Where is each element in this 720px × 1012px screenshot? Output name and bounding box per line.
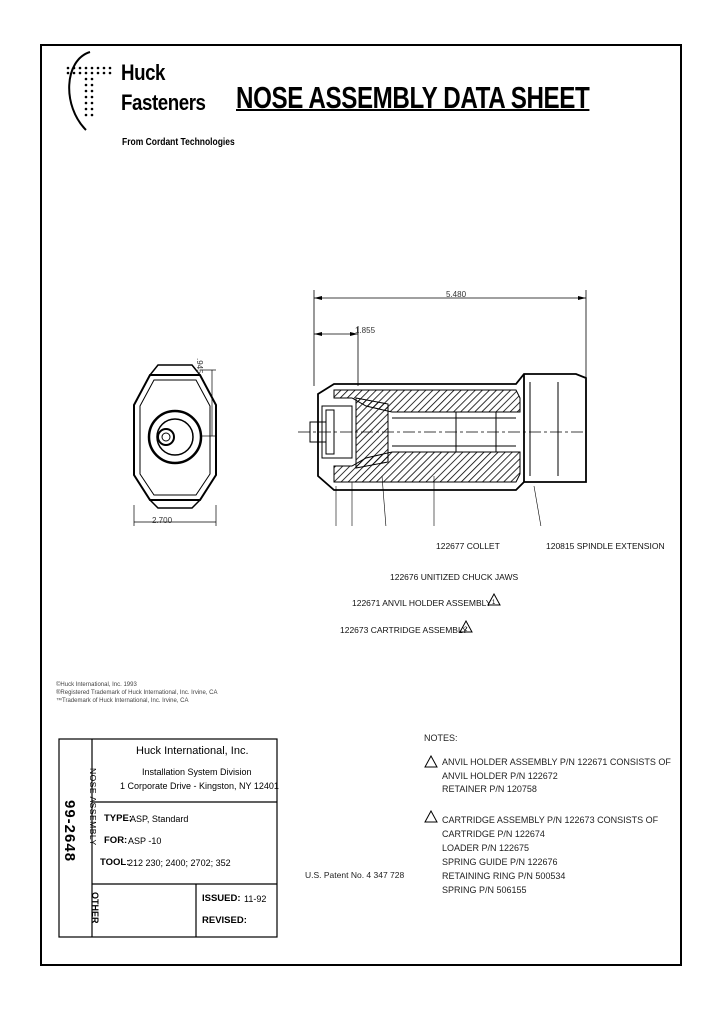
tool-value: 212 230; 2400; 2702; 352 (128, 858, 231, 868)
revised-label: REVISED: (202, 915, 247, 926)
note-2-item: SPRING P/N 506155 (442, 885, 527, 895)
note-1-item: ANVIL HOLDER P/N 122672 (442, 771, 558, 781)
division-name: Installation System Division (142, 767, 252, 777)
copyright-line-3: ™Trademark of Huck International, Inc. I… (56, 698, 189, 704)
partial-length-dimension: 1.855 (355, 326, 376, 335)
copyright-line-2: ®Registered Trademark of Huck Internatio… (56, 690, 218, 696)
notes-heading: NOTES: (424, 733, 458, 743)
note-2-item: CARTRIDGE P/N 122674 (442, 829, 545, 839)
issued-value: 11-92 (244, 894, 267, 904)
note-1-item: RETAINER P/N 120758 (442, 784, 537, 794)
note-2-flag-icon (424, 810, 438, 823)
end-width-dimension: 2.700 (152, 516, 173, 525)
note-1-flag-icon (424, 755, 438, 768)
note-flag-2-icon (459, 620, 473, 633)
company-name: Huck International, Inc. (136, 745, 249, 757)
for-label: FOR: (104, 835, 128, 846)
huck-logo-icon (66, 51, 112, 131)
company-address: 1 Corporate Drive - Kingston, NY 12401 (120, 781, 279, 791)
copyright-line-1: ©Huck International, Inc. 1993 (56, 682, 137, 688)
note-1-heading: ANVIL HOLDER ASSEMBLY P/N 122671 CONSIST… (442, 757, 671, 767)
note-2-item: SPRING GUIDE P/N 122676 (442, 857, 558, 867)
note-flag-1-label: 1 (492, 600, 496, 606)
note-2-item: RETAINING RING P/N 500534 (442, 871, 566, 881)
overall-length-dimension: 5.480 (446, 290, 467, 299)
document-number: 99-2648 (61, 800, 78, 863)
logo-fasteners-text: Fasteners (121, 90, 206, 115)
nose-section-view-drawing (298, 290, 587, 526)
type-label: TYPE: (104, 813, 132, 824)
callout-cartridge: 122673 CARTRIDGE ASSEMBLY (340, 625, 468, 635)
title-block-frame (58, 738, 278, 938)
callout-anvil-holder: 122671 ANVIL HOLDER ASSEMBLY (352, 598, 492, 608)
callout-collet: 122677 COLLET (436, 541, 500, 551)
for-value: ASP -10 (128, 836, 162, 846)
page-title: NOSE ASSEMBLY DATA SHEET (236, 80, 590, 115)
tool-label: TOOL: (100, 857, 130, 868)
issued-label: ISSUED: (202, 893, 241, 904)
callout-spindle-extension: 120815 SPINDLE EXTENSION (546, 541, 665, 551)
nose-end-view-drawing (133, 364, 217, 526)
note-flag-2-label: 2 (464, 627, 468, 633)
note-flag-1-icon (487, 593, 501, 606)
note-2-item: LOADER P/N 122675 (442, 843, 530, 853)
end-height-dimension: .945 (195, 358, 204, 374)
drawing-border (40, 44, 682, 966)
logo-huck-text: Huck (121, 60, 166, 85)
category-label: NOSE ASSEMBLY (88, 768, 98, 846)
note-2-heading: CARTRIDGE ASSEMBLY P/N 122673 CONSISTS O… (442, 815, 659, 825)
other-label: OTHER (90, 892, 100, 924)
callout-chuck-jaws: 122676 UNITIZED CHUCK JAWS (390, 572, 519, 582)
logo-tagline: From Cordant Technologies (122, 137, 235, 148)
type-value: ASP, Standard (130, 814, 189, 824)
patent-number: U.S. Patent No. 4 347 728 (305, 870, 405, 880)
